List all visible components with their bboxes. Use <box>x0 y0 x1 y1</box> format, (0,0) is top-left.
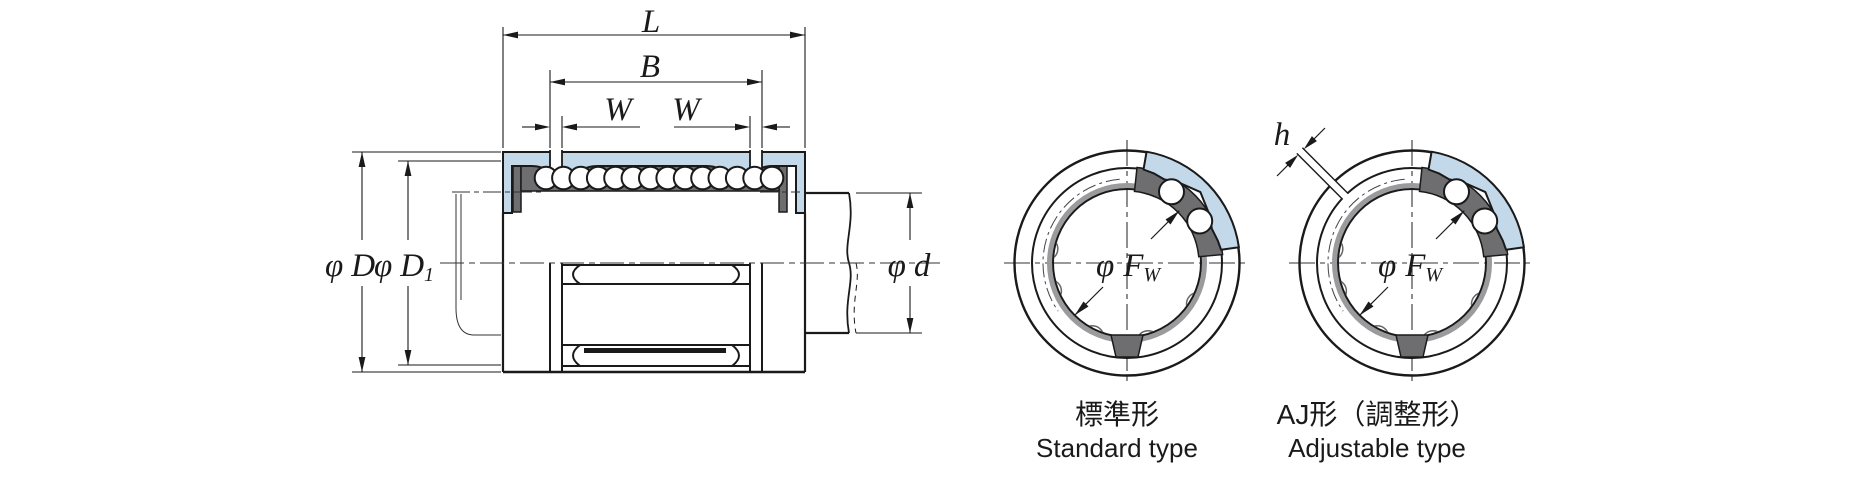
ball <box>1471 207 1499 235</box>
sleeve-ring <box>1031 167 1223 359</box>
dim-label-B: B <box>640 49 660 85</box>
outer-ring <box>1013 149 1241 377</box>
retainer-key-wedge <box>1110 334 1144 358</box>
sleeve-ring <box>1316 167 1508 359</box>
ball-row <box>533 165 785 191</box>
adjustment-slit-edges <box>1296 147 1349 200</box>
dim-label-h: h <box>1274 117 1291 153</box>
ball-pitch-centerline <box>1327 178 1405 312</box>
slit-width-dimension <box>1276 127 1326 177</box>
centerlines <box>440 191 940 264</box>
caption-standard-ja: 標準形 <box>1075 399 1159 430</box>
sector-balls <box>1158 178 1214 235</box>
ball <box>1443 178 1470 206</box>
dim-label-W-right: W <box>672 92 702 128</box>
shell-sector <box>1427 150 1525 251</box>
hidden-lines <box>455 194 501 336</box>
adjustment-slit-gap <box>1327 178 1350 201</box>
ball-track-lower <box>562 344 750 367</box>
dim-label-L: L <box>641 4 660 40</box>
shaft-break-line-2 <box>853 262 858 334</box>
caption-adjustable-en: Adjustable type <box>1288 433 1466 463</box>
ball-track-upper <box>562 264 750 285</box>
retainer-key-wedge <box>1395 334 1429 358</box>
ball <box>1186 207 1214 235</box>
retainer-end-ring <box>512 162 522 213</box>
section-view: L B W W φD φD1 φd <box>325 4 940 374</box>
shell-sector <box>1142 150 1240 251</box>
extension-lines <box>352 27 922 373</box>
caption-adjustable-ja: AJ形（調整形） <box>1277 399 1478 430</box>
ball <box>759 165 785 191</box>
bore-diameter-arrow <box>1074 210 1180 316</box>
sector-balls <box>1443 178 1499 235</box>
ball-pitch-centerline <box>1042 178 1120 312</box>
dimension-lines <box>358 31 914 372</box>
dim-label-W-left: W <box>604 92 634 128</box>
lower-external-view <box>501 213 807 374</box>
bore-diameter-arrow <box>1359 210 1465 316</box>
caption-standard-en: Standard type <box>1036 433 1198 463</box>
outer-ring <box>1298 149 1526 377</box>
ball <box>1158 178 1185 206</box>
